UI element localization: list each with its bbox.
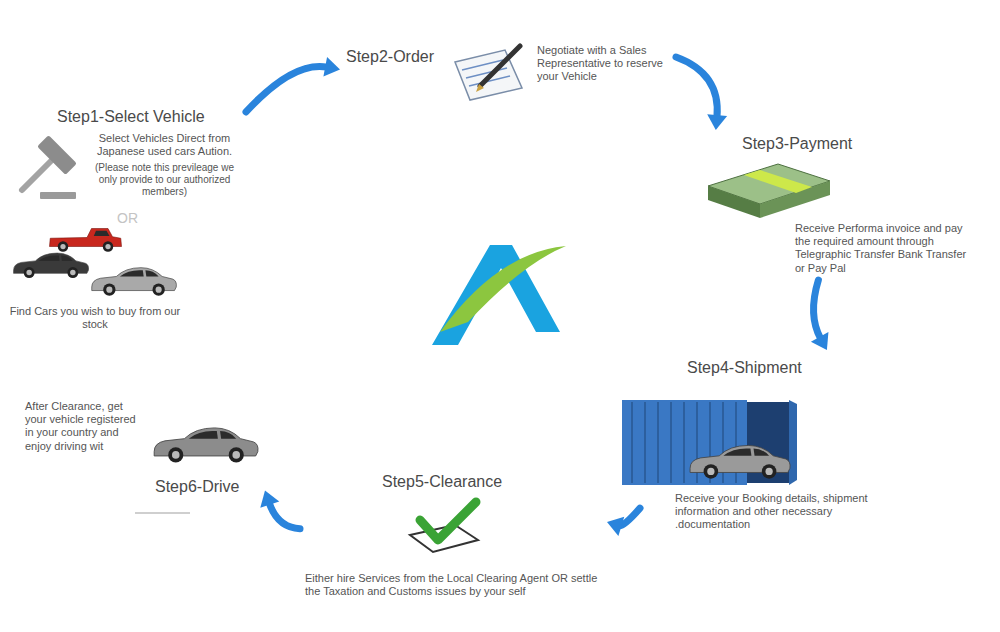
arrow-head: [323, 57, 340, 77]
arrow-head: [707, 114, 727, 130]
step-heading: Step2-Order: [346, 47, 434, 66]
company-logo: [432, 245, 566, 345]
step-heading: Step4-Shipment: [687, 358, 802, 377]
step-description: Receive your Booking details, shipment i…: [675, 492, 903, 532]
process-step: Step6-Drive After Clearance, get your veh…: [20, 395, 265, 501]
process-step: Step5-ClearanceEither hire Services from…: [300, 468, 607, 603]
step-description: Receive Performa invoice and pay the req…: [795, 222, 970, 275]
arrow-line: [676, 57, 717, 117]
step-description: Either hire Services from the Local Clea…: [305, 572, 603, 598]
arrow-head: [607, 517, 624, 536]
order-form-icon: [455, 46, 522, 100]
flow-arrow: [811, 280, 829, 350]
shipping-container: [622, 400, 797, 485]
arrow-head: [811, 332, 829, 350]
arrow-head: [260, 490, 279, 507]
money-stack: [708, 164, 830, 218]
step-heading: Step1-Select Vehicle: [57, 107, 205, 126]
divider: [135, 512, 190, 514]
step-description: OR: [117, 210, 138, 227]
gavel-icon: [22, 135, 77, 199]
step-heading: Step5-Clearance: [382, 472, 502, 491]
step-heading: Step3-Payment: [742, 134, 852, 153]
flow-arrow: [246, 57, 340, 112]
flow-arrow: [607, 508, 640, 536]
stock-cars: [14, 229, 177, 296]
drive-car: [154, 428, 258, 463]
arrow-line: [814, 280, 821, 339]
flow-arrow: [676, 57, 727, 130]
arrow-line: [246, 66, 327, 112]
step-description: Find Cars you wish to buy from our stock: [5, 305, 185, 331]
arrow-line: [269, 503, 300, 529]
arrow-line: [619, 508, 640, 526]
step-heading: Step6-Drive: [155, 477, 239, 496]
process-step: Step2-Order Negotiate with a Sales Repres…: [340, 42, 676, 92]
flow-arrow: [260, 490, 300, 528]
process-step: Step4-ShipmentReceive your Booking detai…: [640, 350, 907, 536]
clearance-check: [410, 502, 478, 552]
step-description: After Clearance, get your vehicle regist…: [25, 400, 143, 453]
step-description: Negotiate with a Sales Representative to…: [537, 44, 672, 84]
process-step: Step3-PaymentReceive Performa invoice an…: [705, 130, 975, 280]
process-step: Step1-Select VehicleSelect Vehicles Dire…: [5, 105, 246, 336]
step-description: (Please note this previleage we only pro…: [87, 162, 242, 198]
step-description: Select Vehicles Direct from Japanese use…: [87, 132, 242, 158]
